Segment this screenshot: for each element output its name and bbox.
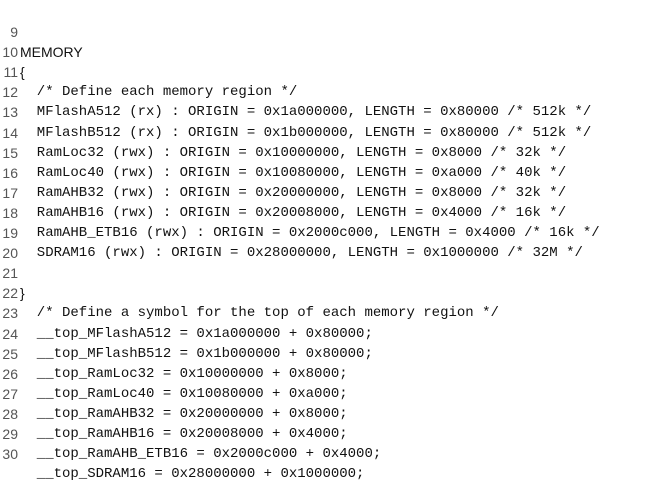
line-text[interactable]: __top_MFlashB512 = 0x1b000000 + 0x80000;	[20, 345, 373, 362]
line-text[interactable]: __top_MFlashA512 = 0x1a000000 + 0x80000;	[20, 325, 373, 342]
code-line[interactable]: 13 MFlashB512 (rx) : ORIGIN = 0x1b000000…	[0, 82, 656, 140]
line-number: 30	[2, 446, 18, 463]
line-text[interactable]: __top_RamAHB32 = 0x20000000 + 0x8000;	[20, 405, 348, 422]
line-number: 17	[2, 184, 18, 201]
line-text[interactable]: }	[20, 285, 25, 302]
line-number: 26	[2, 365, 18, 382]
code-line[interactable]: 21 }	[0, 243, 656, 301]
code-line[interactable]: 18 RamAHB_ETB16 (rwx) : ORIGIN = 0x2000c…	[0, 183, 656, 241]
line-number: 29	[2, 425, 18, 442]
line-number: 25	[2, 345, 18, 362]
line-number: 16	[2, 164, 18, 181]
line-text[interactable]: __top_RamLoc40 = 0x10080000 + 0xa000;	[20, 385, 348, 402]
line-number: 9	[10, 24, 18, 41]
code-line[interactable]: 19 SDRAM16 (rwx) : ORIGIN = 0x28000000, …	[0, 203, 656, 261]
line-number: 22	[2, 285, 18, 302]
code-line[interactable]: 15 RamLoc40 (rwx) : ORIGIN = 0x10080000,…	[0, 123, 656, 181]
line-text[interactable]: RamAHB32 (rwx) : ORIGIN = 0x20000000, LE…	[20, 184, 567, 201]
code-line[interactable]: 28 __top_RamAHB16 = 0x20008000 + 0x4000;	[0, 384, 656, 442]
code-line[interactable]: 27 __top_RamAHB32 = 0x20000000 + 0x8000;	[0, 364, 656, 422]
line-number: 19	[2, 225, 18, 242]
line-number: 27	[2, 385, 18, 402]
code-line[interactable]: 30 __top_SDRAM16 = 0x28000000 + 0x100000…	[0, 424, 656, 482]
line-text[interactable]: RamLoc40 (rwx) : ORIGIN = 0x10080000, LE…	[20, 164, 567, 181]
line-text[interactable]: RamAHB_ETB16 (rwx) : ORIGIN = 0x2000c000…	[20, 225, 600, 242]
line-number: 15	[2, 144, 18, 161]
line-text[interactable]: /* Define each memory region */	[20, 84, 298, 101]
line-number: 18	[2, 204, 18, 221]
code-line[interactable]: 10 {	[0, 22, 656, 80]
line-text[interactable]: MEMORY	[20, 44, 83, 61]
code-line[interactable]: 26 __top_RamLoc40 = 0x10080000 + 0xa000;	[0, 344, 656, 402]
code-line[interactable]: 16 RamAHB32 (rwx) : ORIGIN = 0x20000000,…	[0, 143, 656, 201]
line-text[interactable]: /* Define a symbol for the top of each m…	[20, 305, 499, 322]
line-text[interactable]: __top_RamAHB_ETB16 = 0x2000c000 + 0x4000…	[20, 446, 382, 463]
line-text[interactable]: __top_RamAHB16 = 0x20008000 + 0x4000;	[20, 425, 348, 442]
line-text[interactable]: __top_SDRAM16 = 0x28000000 + 0x1000000;	[20, 466, 365, 483]
code-line[interactable]: 17 RamAHB16 (rwx) : ORIGIN = 0x20008000,…	[0, 163, 656, 221]
code-editor[interactable]: 9 MEMORY 10 { 11 /* Define each memory r…	[0, 2, 656, 482]
line-number: 12	[2, 84, 18, 101]
code-line[interactable]: 25 __top_RamLoc32 = 0x10000000 + 0x8000;	[0, 324, 656, 382]
line-text[interactable]: RamLoc32 (rwx) : ORIGIN = 0x10000000, LE…	[20, 144, 567, 161]
code-line[interactable]: 20	[0, 223, 656, 261]
code-line[interactable]: 14 RamLoc32 (rwx) : ORIGIN = 0x10000000,…	[0, 102, 656, 161]
code-line[interactable]: 23 __top_MFlashA512 = 0x1a000000 + 0x800…	[0, 283, 656, 341]
code-line[interactable]: 22 /* Define a symbol for the top of eac…	[0, 263, 656, 321]
line-text[interactable]: __top_RamLoc32 = 0x10000000 + 0x8000;	[20, 365, 348, 382]
line-number: 11	[3, 64, 18, 81]
line-number: 20	[2, 245, 18, 262]
code-line[interactable]: 12 MFlashA512 (rx) : ORIGIN = 0x1a000000…	[0, 62, 656, 120]
line-number: 24	[2, 325, 18, 342]
code-line[interactable]: 11 /* Define each memory region */	[0, 42, 656, 100]
line-number: 14	[2, 124, 18, 141]
code-line[interactable]: 24 __top_MFlashB512 = 0x1b000000 + 0x800…	[0, 303, 656, 362]
line-text[interactable]: SDRAM16 (rwx) : ORIGIN = 0x28000000, LEN…	[20, 245, 583, 262]
line-number: 10	[2, 44, 18, 61]
line-number: 23	[2, 305, 18, 322]
line-text[interactable]: RamAHB16 (rwx) : ORIGIN = 0x20008000, LE…	[20, 204, 567, 221]
line-text[interactable]: MFlashB512 (rx) : ORIGIN = 0x1b000000, L…	[20, 124, 592, 141]
line-text[interactable]: MFlashA512 (rx) : ORIGIN = 0x1a000000, L…	[20, 104, 592, 121]
line-number: 28	[2, 405, 18, 422]
line-text[interactable]: {	[20, 64, 25, 81]
line-number: 13	[2, 104, 18, 121]
line-number: 21	[2, 265, 18, 282]
code-line[interactable]: 29 __top_RamAHB_ETB16 = 0x2000c000 + 0x4…	[0, 404, 656, 462]
code-line[interactable]: 9 MEMORY	[0, 2, 656, 60]
